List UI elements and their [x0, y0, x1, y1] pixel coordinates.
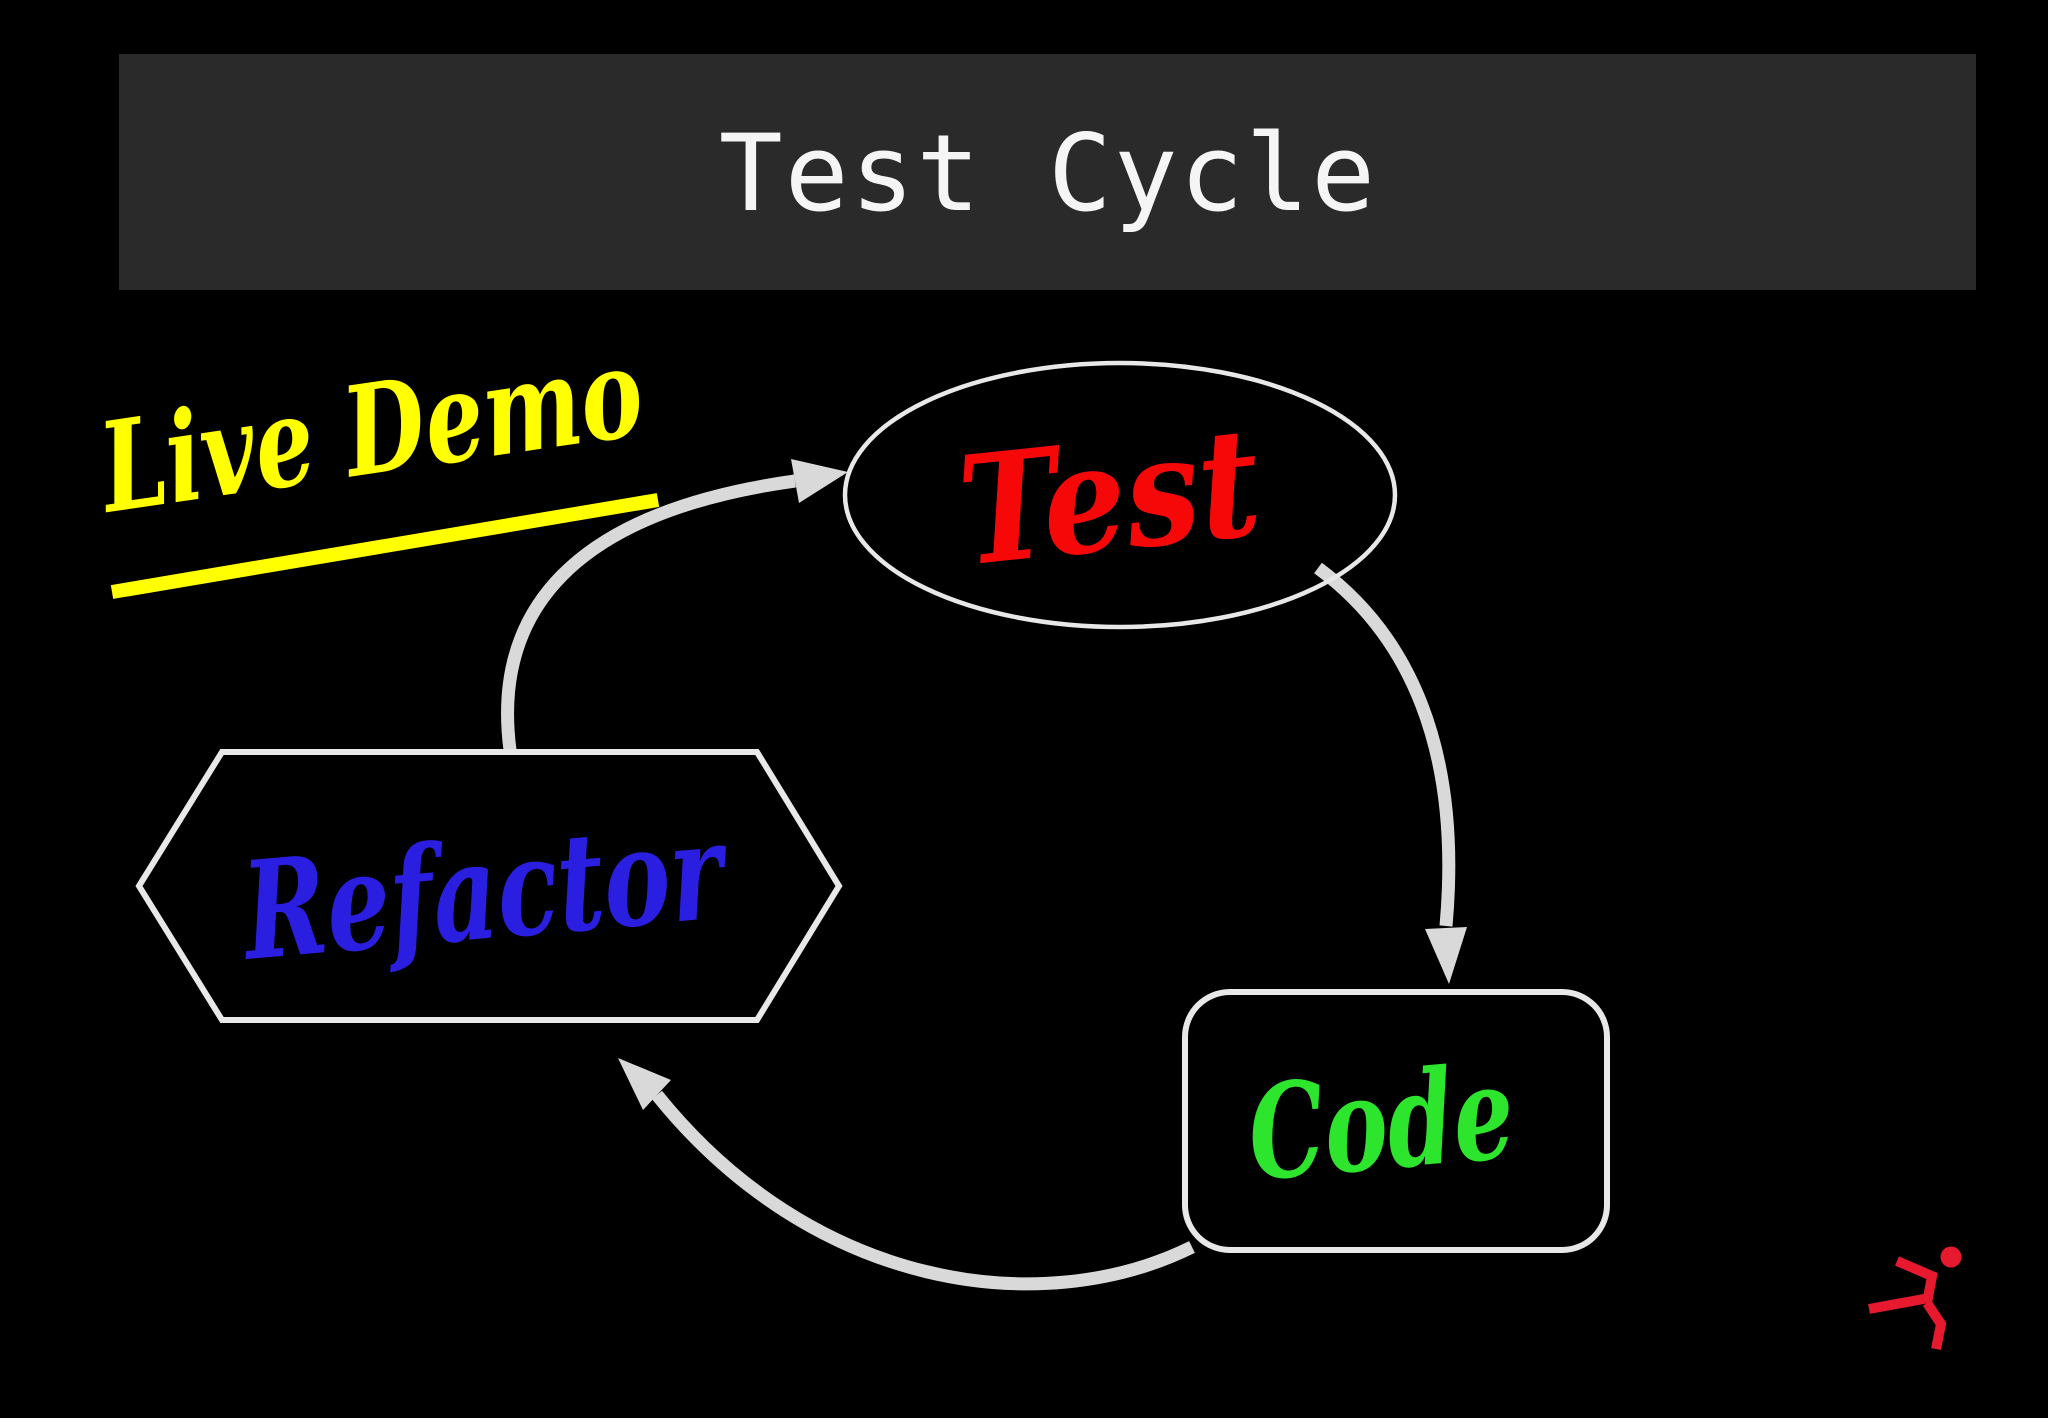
test-ellipse-shape: [842, 360, 1398, 630]
runner-body: [1868, 1256, 1947, 1350]
edge-code-to-refactor: [651, 1090, 1195, 1291]
cycle-arrowheads: [618, 459, 1467, 1110]
running-person-icon: [1868, 1246, 1962, 1350]
test-label: Test: [951, 394, 1268, 600]
page-title: Test Cycle: [719, 112, 1377, 235]
title-bar: Test Cycle: [119, 54, 1976, 290]
cycle-arrows: [501, 474, 1456, 1291]
arrowhead-into-code: [1425, 927, 1467, 984]
code-rect-shape: [1182, 989, 1610, 1253]
arrowhead-into-test: [791, 459, 848, 503]
title-bar-background: [119, 54, 1976, 290]
arrowhead-into-refactor: [618, 1058, 671, 1110]
node-code: Code: [1182, 989, 1610, 1253]
node-test: Test: [842, 360, 1398, 630]
runner-head: [1940, 1246, 1962, 1268]
edge-test-to-code: [1314, 562, 1456, 927]
refactor-hexagon-shape: [135, 749, 843, 1023]
live-demo-underline: [110, 493, 660, 599]
code-label: Code: [1242, 1035, 1519, 1211]
edge-refactor-to-test: [501, 474, 796, 751]
